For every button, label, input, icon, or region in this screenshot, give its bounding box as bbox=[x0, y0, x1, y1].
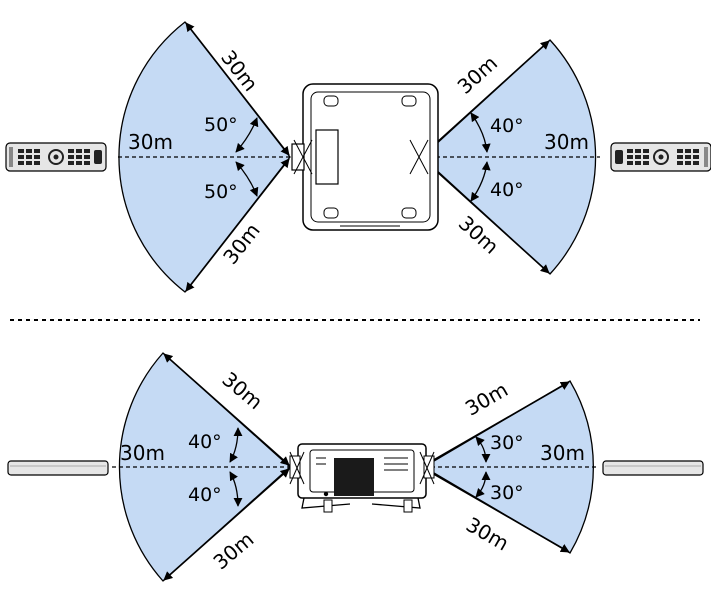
upper-range-ray bbox=[424, 381, 570, 466]
upper-range-ray bbox=[185, 22, 290, 156]
remote-control-side-icon bbox=[7, 460, 109, 476]
upper-angle-label: 40° bbox=[188, 431, 222, 453]
lower-ray-label: 30m bbox=[462, 512, 513, 555]
remote-control-icon bbox=[5, 142, 107, 172]
lower-angle-arc bbox=[235, 161, 259, 197]
upper-range-ray bbox=[163, 353, 290, 466]
lower-angle-label: 30° bbox=[490, 482, 524, 504]
top-view: 30m 30m 30m 50° 50° 30m 30m 30m 40° 40° bbox=[5, 21, 711, 293]
lower-range-ray bbox=[424, 468, 570, 553]
upper-angle-label: 50° bbox=[204, 114, 238, 136]
remote-control-side-icon bbox=[602, 460, 704, 476]
lower-range-ray bbox=[422, 158, 550, 274]
top-left-sector: 30m 30m 30m 50° 50° bbox=[118, 21, 291, 293]
side-left-sector: 30m 30m 30m 40° 40° bbox=[112, 352, 291, 582]
lower-angle-arc bbox=[475, 471, 491, 498]
upper-angle-label: 40° bbox=[490, 115, 524, 137]
side-right-sector: 30m 30m 30m 30° 30° bbox=[422, 377, 596, 556]
upper-ray-label: 30m bbox=[461, 377, 512, 420]
lower-angle-label: 40° bbox=[490, 179, 524, 201]
upper-angle-arc bbox=[235, 117, 259, 153]
lower-range-ray bbox=[163, 468, 290, 581]
side-view: 30m 30m 30m 40° 40° 30m 30m 30m 30° 30° bbox=[7, 352, 704, 582]
projector-top-view-icon bbox=[291, 83, 439, 231]
projector-front-view-icon bbox=[289, 443, 435, 513]
lower-angle-arc bbox=[229, 471, 243, 507]
upper-range-ray bbox=[422, 40, 550, 156]
upper-angle-label: 30° bbox=[490, 432, 524, 454]
upper-angle-arc bbox=[475, 436, 491, 463]
range-label: 30m bbox=[544, 130, 589, 154]
lower-angle-arc bbox=[470, 161, 491, 202]
lower-range-ray bbox=[185, 158, 290, 292]
range-label: 30m bbox=[128, 130, 173, 154]
range-label: 30m bbox=[540, 441, 585, 465]
remote-control-icon bbox=[610, 142, 711, 172]
top-right-sector: 30m 30m 30m 40° 40° bbox=[421, 39, 600, 275]
lower-angle-label: 40° bbox=[188, 484, 222, 506]
upper-angle-arc bbox=[470, 112, 491, 153]
range-label: 30m bbox=[120, 441, 165, 465]
upper-angle-arc bbox=[229, 427, 243, 463]
lower-angle-label: 50° bbox=[204, 181, 238, 203]
